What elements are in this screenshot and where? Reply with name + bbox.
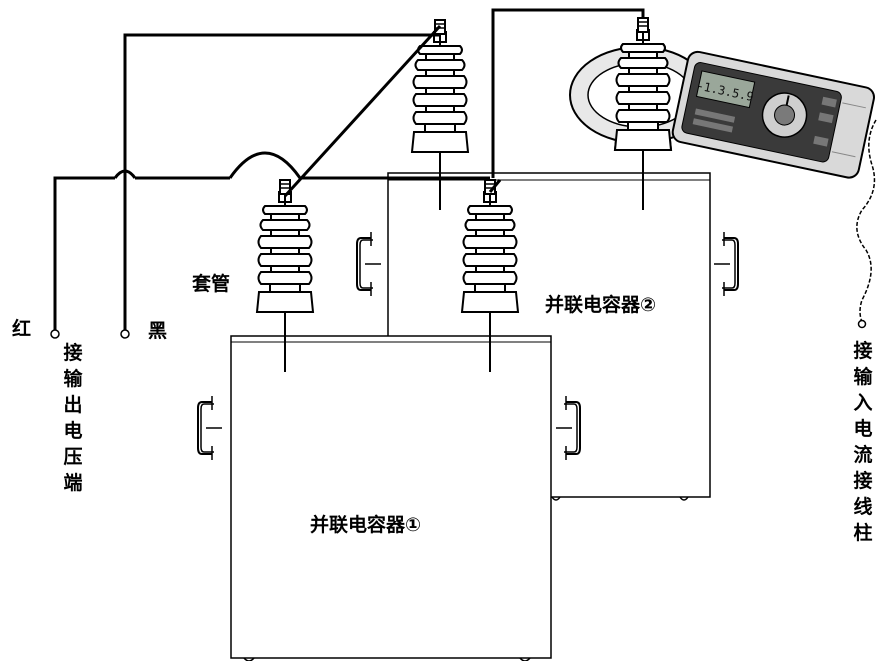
capacitor-2-right-handle [713, 231, 739, 297]
bushing-1a [256, 179, 314, 313]
clamp-meter-icon: -1.3.5.9 [569, 17, 877, 329]
bushing-label: 套管 [192, 273, 231, 295]
output-voltage-terminal-label: 接 输 出 电 压 端 [63, 342, 83, 494]
black-terminal-label: 黑 [148, 320, 168, 342]
input-current-post-label: 接 输 入 电 流 接 线 柱 [853, 340, 873, 544]
capacitor-1-label: 并联电容器① [310, 514, 422, 536]
capacitor-2-label: 并联电容器② [545, 294, 657, 316]
capacitor-1-left-handle [197, 395, 223, 461]
capacitor-2-left-handle [356, 231, 382, 297]
red-terminal-label: 红 [12, 318, 32, 340]
black-terminal-point [120, 329, 130, 339]
capacitor-1 [230, 335, 552, 661]
bushing-2a [411, 19, 469, 153]
red-terminal-point [50, 329, 60, 339]
